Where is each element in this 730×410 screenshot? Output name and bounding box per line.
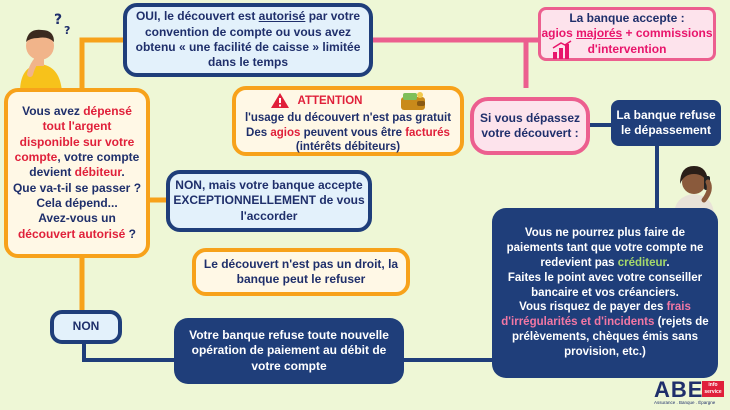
main-question-box: Vous avez dépensé tout l'argent disponib… [4, 88, 150, 258]
warning-icon [270, 92, 290, 109]
consequences-box: Vous ne pourrez plus faire de paiements … [492, 208, 718, 378]
oui-box: OUI, le découvert est autorisé par votre… [123, 3, 373, 77]
connector-depassement [371, 37, 529, 88]
non-box: NON [50, 310, 122, 344]
refuse-box: La banque refuse le dépassement [611, 100, 721, 146]
abe-logo-name: ABE [654, 377, 704, 402]
svg-text:?: ? [54, 12, 62, 28]
wallet-icon [400, 91, 426, 111]
refus-total-box: Votre banque refuse toute nouvelle opéra… [174, 318, 404, 384]
svg-text:?: ? [64, 24, 70, 37]
abe-logo: ABE info service Assurance . Banque . Ép… [654, 377, 726, 408]
depassement-box: Si vous dépassez votre découvert : [470, 97, 590, 155]
abe-logo-badge: info service [702, 381, 724, 397]
attention-box: ATTENTION l'usage du découvert n'est pas… [232, 86, 464, 156]
connector-non-refus [82, 342, 176, 362]
thinking-person-icon: ? ? [6, 8, 76, 92]
abe-logo-tagline: Assurance . Banque . Épargne [654, 400, 716, 405]
connector-oui [79, 37, 124, 100]
droit-box: Le découvert n'est pas un droit, la banq… [192, 248, 410, 296]
coins-icon [551, 40, 573, 60]
exceptionnel-box: NON, mais votre banque accepte EXCEPTION… [166, 170, 372, 232]
